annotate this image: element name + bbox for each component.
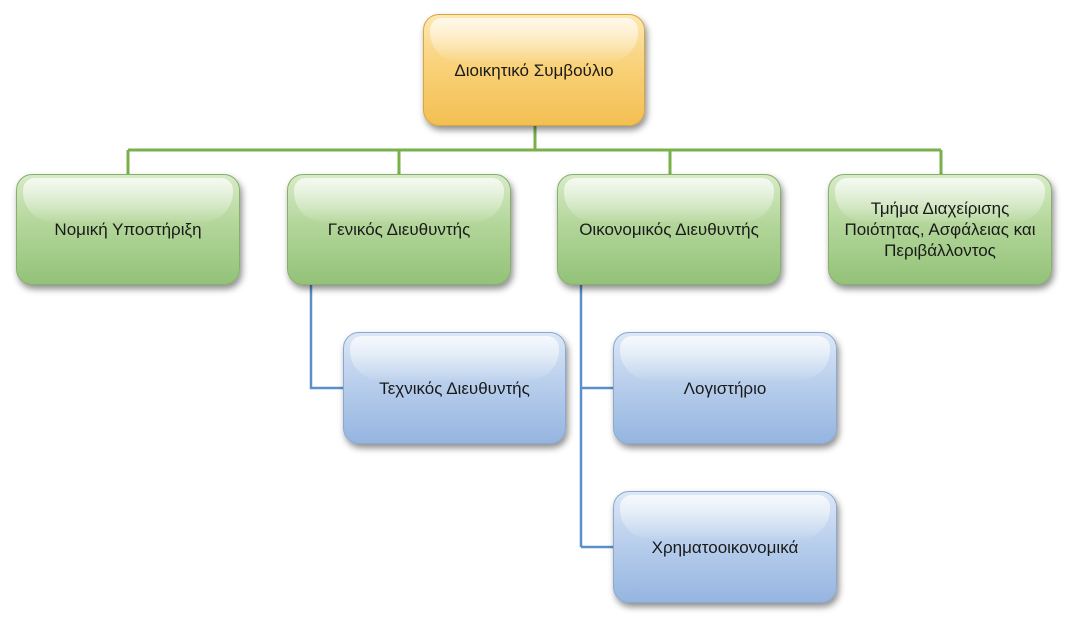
node-label: Λογιστήριο [683, 378, 767, 398]
node-label: Τμήμα Διαχείρισης Ποιότητας, Ασφάλειας κ… [844, 199, 1036, 260]
node-board-of-directors[interactable]: Διοικητικό Συμβούλιο [423, 14, 645, 126]
node-accounting[interactable]: Λογιστήριο [613, 332, 837, 444]
node-general-manager[interactable]: Γενικός Διευθυντής [287, 174, 511, 285]
node-label: Διοικητικό Συμβούλιο [454, 60, 614, 80]
node-finance[interactable]: Χρηματοοικονομικά [613, 491, 837, 603]
connector-gm-to-tech [309, 285, 343, 390]
node-label: Οικονομικός Διευθυντής [579, 220, 759, 239]
node-financial-director[interactable]: Οικονομικός Διευθυντής [557, 174, 781, 285]
node-quality-safety-environment[interactable]: Τμήμα Διαχείρισης Ποιότητας, Ασφάλειας κ… [828, 174, 1052, 285]
node-label: Γενικός Διευθυντής [327, 220, 471, 239]
node-label: Χρηματοοικονομικά [651, 537, 799, 557]
node-label: Νομική Υποστήριξη [54, 220, 202, 239]
node-technical-director[interactable]: Τεχνικός Διευθυντής [343, 332, 566, 444]
node-label: Τεχνικός Διευθυντής [379, 378, 530, 398]
node-legal-support[interactable]: Νομική Υποστήριξη [16, 174, 240, 285]
